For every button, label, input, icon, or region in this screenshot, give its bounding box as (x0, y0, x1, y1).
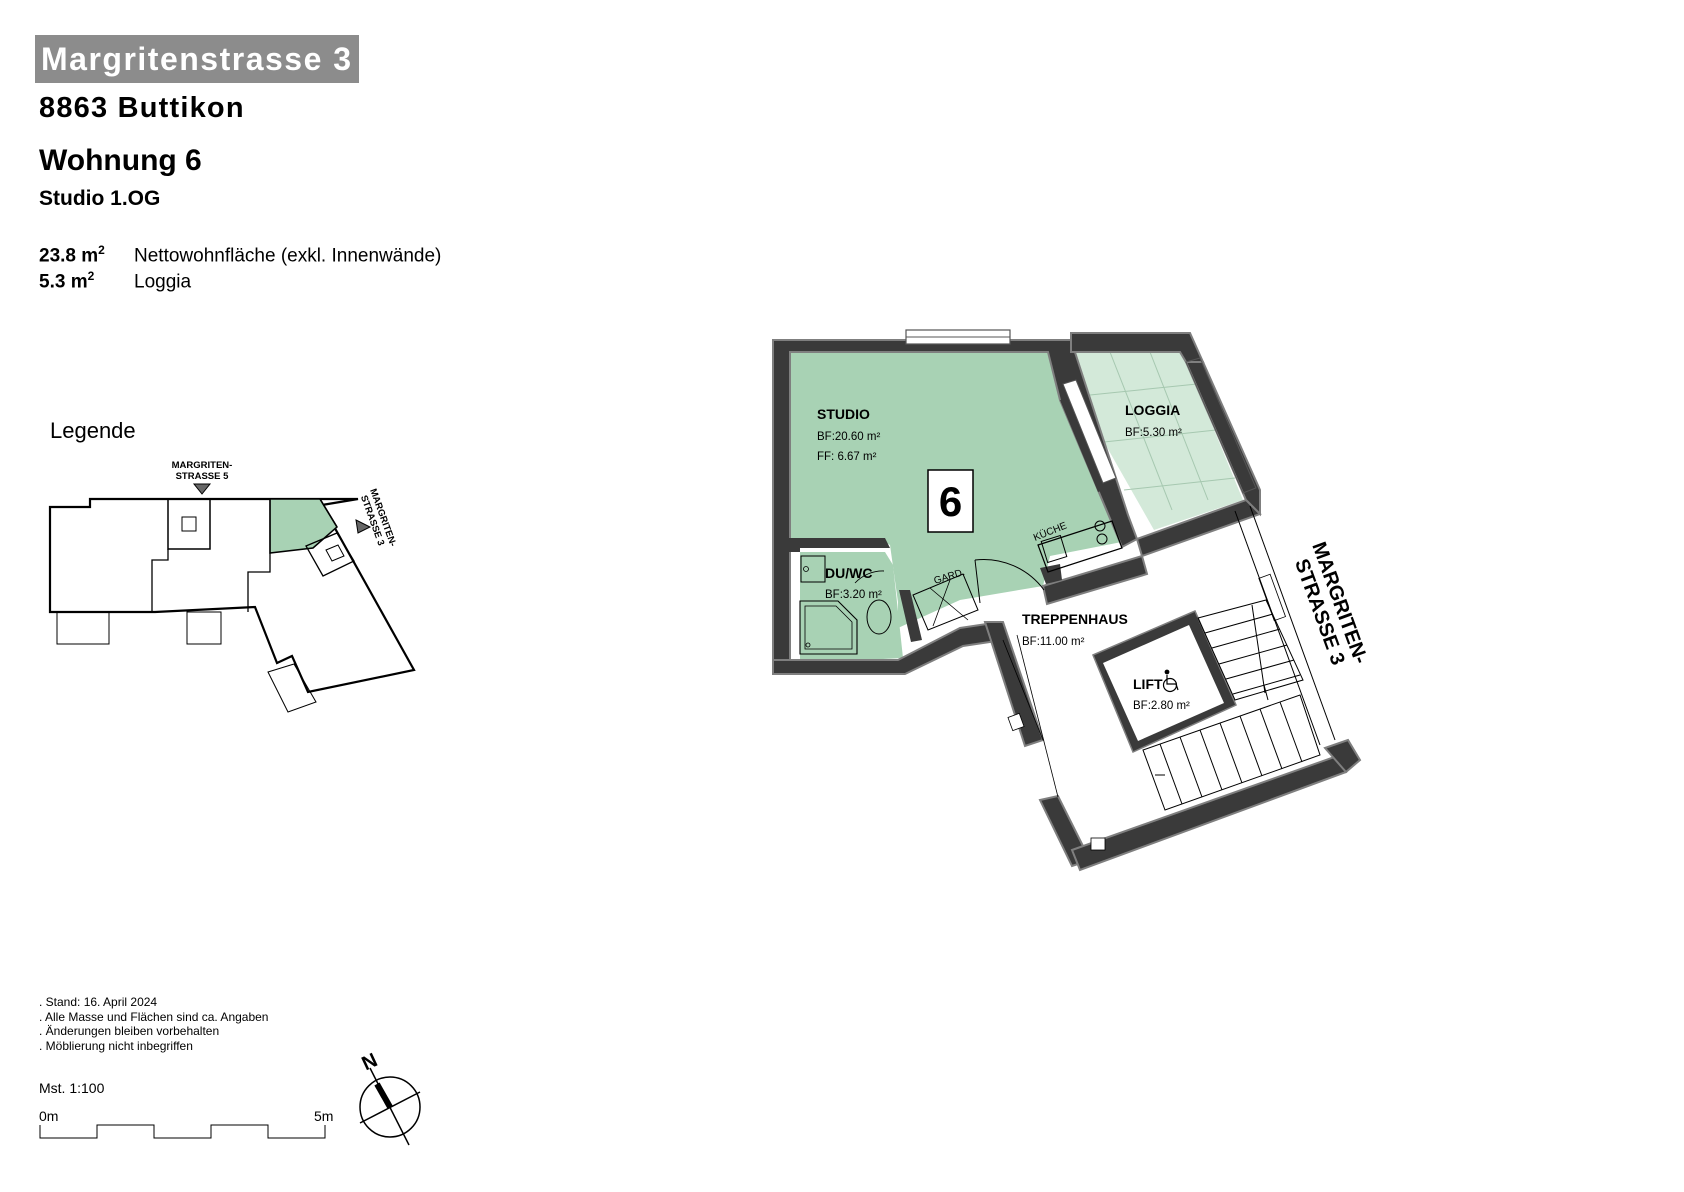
wheelchair-icon (1162, 669, 1179, 693)
room-label-duwc: DU/WC (825, 565, 872, 581)
wall-treppenhaus-south (1070, 753, 1348, 872)
scale-label: Mst. 1:100 (39, 1080, 105, 1096)
shower (799, 600, 858, 655)
stairs-lower (1142, 694, 1321, 811)
note-item: . Änderungen bleiben vorbehalten (39, 1024, 220, 1038)
room-area-duwc: BF:3.20 m² (825, 589, 882, 601)
room-label-lift: LIFT (1133, 676, 1163, 692)
legend-key-plan: MARGRITEN- STRASSE 5 MARGRITEN- STRASSE … (48, 460, 416, 713)
unit-number-box (927, 469, 974, 533)
wall-duwc-north (785, 538, 890, 552)
loggia-glazing (1062, 379, 1117, 484)
area-value: 23.8 m2 (39, 243, 105, 267)
area-row-net: 23.8 m2 Nettowohnfläche (exkl. Innenwände… (39, 243, 441, 267)
wall-duwc-east (899, 590, 922, 642)
legend-title: Legende (50, 418, 136, 443)
sink (800, 555, 826, 583)
unit-number: 6 (939, 478, 962, 525)
unit-plan: 6 STUDIO BF:20.60 m² FF: 6.67 m² LOGGIA … (772, 329, 1372, 872)
wardrobe (912, 573, 979, 631)
legend-label-north-2: STRASSE 5 (176, 471, 230, 482)
note-item: . Stand: 16. April 2024 (39, 995, 158, 1009)
legend-label-north-1: MARGRITEN- (172, 460, 233, 471)
facade-line-east (1234, 510, 1321, 746)
note-item: . Möblierung nicht inbegriffen (39, 1038, 193, 1053)
compass: N (359, 1049, 421, 1146)
facade-line-west (1002, 639, 1044, 741)
street-badge: Margritenstrasse 3 (35, 35, 359, 83)
wall-treppenhaus-north (1041, 554, 1149, 606)
kitchen-counter (1037, 520, 1123, 573)
room-area-lift: BF:2.80 m² (1133, 700, 1190, 712)
room-label-loggia: LOGGIA (1125, 402, 1180, 418)
unit-subtitle: Studio 1.OG (39, 187, 161, 210)
room-label-treppenhaus: TREPPENHAUS (1022, 611, 1128, 627)
legend-arrow-east (355, 519, 372, 534)
note-item: . Alle Masse und Flächen sind ca. Angabe… (39, 1009, 269, 1024)
scale-end: 5m (314, 1108, 333, 1124)
stairs-upper (1197, 599, 1304, 701)
room-area-loggia: BF:5.30 m² (1125, 427, 1182, 439)
bathroom-door-swing (854, 570, 885, 584)
loggia-railing (1185, 357, 1257, 494)
area-value: 5.3 m2 (39, 269, 95, 293)
scale-start: 0m (39, 1108, 58, 1124)
loggia-floor (1070, 352, 1243, 530)
room-area-treppenhaus: BF:11.00 m² (1022, 636, 1085, 648)
wall-loggia-south (1135, 498, 1262, 558)
wall-treppenhaus-se (1323, 738, 1362, 774)
notes: . Stand: 16. April 2024 . Alle Masse und… (39, 995, 268, 1053)
room-area-studio-ff: FF: 6.67 m² (817, 451, 877, 463)
entry-door-swing (974, 559, 1045, 591)
toilet (866, 599, 892, 635)
unit-title: Wohnung 6 (39, 144, 202, 177)
room-label-studio: STUDIO (817, 406, 870, 422)
duwc-floor (800, 552, 903, 659)
area-label: Loggia (134, 271, 192, 293)
legend-arrow-north (192, 483, 212, 495)
area-row-loggia: 5.3 m2 Loggia (39, 269, 191, 293)
scale-bar: 0m 5m (39, 1108, 333, 1139)
city-heading: 8863 Buttikon (39, 92, 245, 124)
compass-north-label: N (359, 1049, 381, 1075)
legend-unit-highlight (269, 498, 338, 554)
room-area-studio-bf: BF:20.60 m² (817, 431, 880, 443)
area-label: Nettowohnfläche (exkl. Innenwände) (134, 245, 442, 267)
